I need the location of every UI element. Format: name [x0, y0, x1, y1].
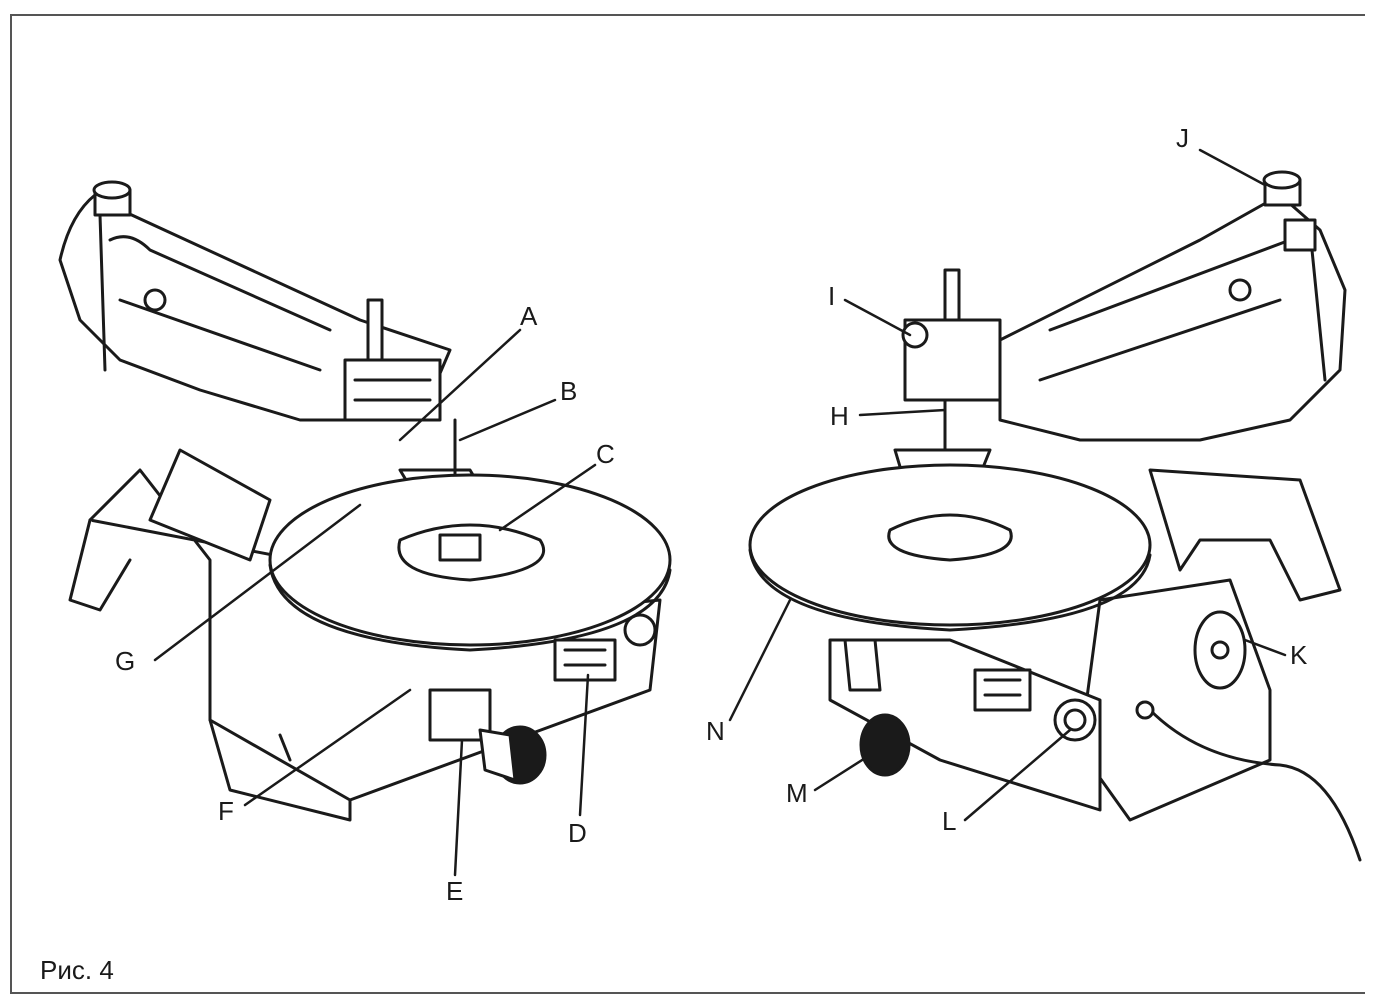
label-a: A: [520, 301, 538, 331]
label-g: G: [115, 646, 136, 676]
figure-caption: Рис. 4: [40, 955, 114, 985]
label-m: M: [786, 778, 808, 808]
label-n: N: [706, 716, 725, 746]
label-c: C: [596, 439, 615, 469]
label-j: J: [1176, 123, 1189, 153]
label-d: D: [568, 818, 587, 848]
label-e: E: [446, 876, 464, 906]
label-b: B: [560, 376, 578, 406]
label-h: H: [830, 401, 849, 431]
label-k: K: [1290, 640, 1308, 670]
right-leader-lines: [728, 148, 1287, 822]
left-leader-lines: [153, 328, 597, 877]
right-saw-drawing: [748, 170, 1362, 862]
figure-frame: [10, 14, 1365, 994]
label-i: I: [828, 281, 836, 311]
label-l: L: [942, 806, 957, 836]
label-f: F: [218, 796, 234, 826]
left-saw-drawing: [58, 180, 672, 822]
